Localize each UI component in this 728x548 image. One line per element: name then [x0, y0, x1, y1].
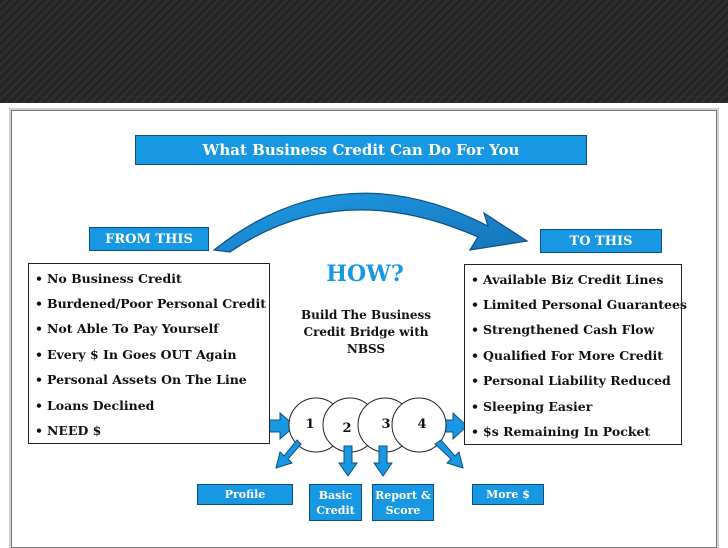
- how-line-3: NBSS: [346, 342, 386, 356]
- bullet-icon: •: [35, 398, 43, 413]
- bullet-icon: •: [471, 399, 479, 414]
- to-item-text: Personal Liability Reduced: [483, 373, 671, 388]
- from-item-text: Personal Assets On The Line: [47, 372, 247, 387]
- down-arrow-more: [434, 439, 464, 469]
- from-item-text: Loans Declined: [47, 398, 155, 413]
- to-item-text: Sleeping Easier: [483, 399, 593, 414]
- down-arrow-report: [373, 445, 393, 477]
- to-item-text: $s Remaining In Pocket: [483, 424, 651, 439]
- step-number-3: 3: [381, 417, 391, 432]
- bullet-icon: •: [35, 347, 43, 362]
- how-description: Build The Business Credit Bridge with NB…: [294, 307, 438, 358]
- to-item-5: • Personal Liability Reduced: [471, 373, 671, 388]
- outcome-more-money: More $: [472, 484, 544, 505]
- bullet-icon: •: [471, 373, 479, 388]
- to-item-4: • Qualified For More Credit: [471, 348, 663, 363]
- how-heading: HOW?: [326, 261, 404, 287]
- from-item-text: Not Able To Pay Yourself: [47, 321, 219, 336]
- down-arrow-basic: [338, 445, 358, 477]
- to-item-1: • Available Biz Credit Lines: [471, 272, 663, 287]
- bullet-icon: •: [471, 272, 479, 287]
- transform-arc-arrow: [212, 192, 529, 253]
- bullet-icon: •: [471, 424, 479, 439]
- bullet-icon: •: [471, 348, 479, 363]
- to-item-text: Limited Personal Guarantees: [483, 297, 687, 312]
- how-line-1: Build The Business: [300, 308, 432, 322]
- to-item-text: Qualified For More Credit: [483, 348, 663, 363]
- outcome-report-line-1: Report &: [375, 488, 431, 502]
- to-this-label: TO THIS: [540, 229, 662, 253]
- from-item-4: • Every $ In Goes OUT Again: [35, 347, 236, 362]
- step-circle-4: [391, 397, 447, 453]
- from-list: • No Business Credit • Burdened/Poor Perso…: [28, 263, 270, 444]
- bullet-icon: •: [471, 322, 479, 337]
- from-item-1: • No Business Credit: [35, 271, 182, 286]
- to-list: • Available Biz Credit Lines • Limited Per…: [464, 264, 687, 445]
- bullet-icon: •: [35, 271, 43, 286]
- from-item-5: • Personal Assets On The Line: [35, 372, 247, 387]
- from-item-text: No Business Credit: [47, 271, 182, 286]
- outcome-report-line-2: Score: [385, 503, 421, 517]
- outcome-profile: Profile: [197, 484, 293, 505]
- bullet-icon: •: [35, 296, 43, 311]
- to-item-2: • Limited Personal Guarantees: [471, 297, 687, 312]
- bullet-icon: •: [35, 423, 43, 438]
- diagram-title: What Business Credit Can Do For You: [135, 135, 587, 165]
- from-item-6: • Loans Declined: [35, 398, 154, 413]
- from-item-7: • NEED $: [35, 423, 101, 438]
- to-item-text: Strengthened Cash Flow: [483, 322, 655, 337]
- step-number-4: 4: [417, 417, 427, 432]
- from-item-text: Burdened/Poor Personal Credit: [47, 296, 266, 311]
- to-item-text: Available Biz Credit Lines: [483, 272, 664, 287]
- down-arrow-profile: [275, 439, 302, 469]
- outcome-report-score: Report & Score: [372, 484, 434, 521]
- step-number-2: 2: [342, 421, 352, 436]
- from-this-label: FROM THIS: [89, 227, 209, 251]
- to-item-3: • Strengthened Cash Flow: [471, 322, 654, 337]
- step-number-1: 1: [305, 417, 315, 432]
- from-item-2: • Burdened/Poor Personal Credit: [35, 296, 266, 311]
- to-item-6: • Sleeping Easier: [471, 399, 592, 414]
- header-band: [0, 0, 728, 103]
- bullet-icon: •: [471, 297, 479, 312]
- to-item-7: • $s Remaining In Pocket: [471, 424, 650, 439]
- from-item-text: Every $ In Goes OUT Again: [47, 347, 237, 362]
- how-line-2: Credit Bridge with: [303, 325, 429, 339]
- bullet-icon: •: [35, 372, 43, 387]
- outcome-basic-line-2: Credit: [316, 503, 355, 517]
- from-item-3: • Not Able To Pay Yourself: [35, 321, 219, 336]
- outcome-basic-line-1: Basic: [318, 488, 353, 502]
- from-item-text: NEED $: [47, 423, 102, 438]
- outcome-basic-credit: Basic Credit: [309, 484, 362, 521]
- bullet-icon: •: [35, 321, 43, 336]
